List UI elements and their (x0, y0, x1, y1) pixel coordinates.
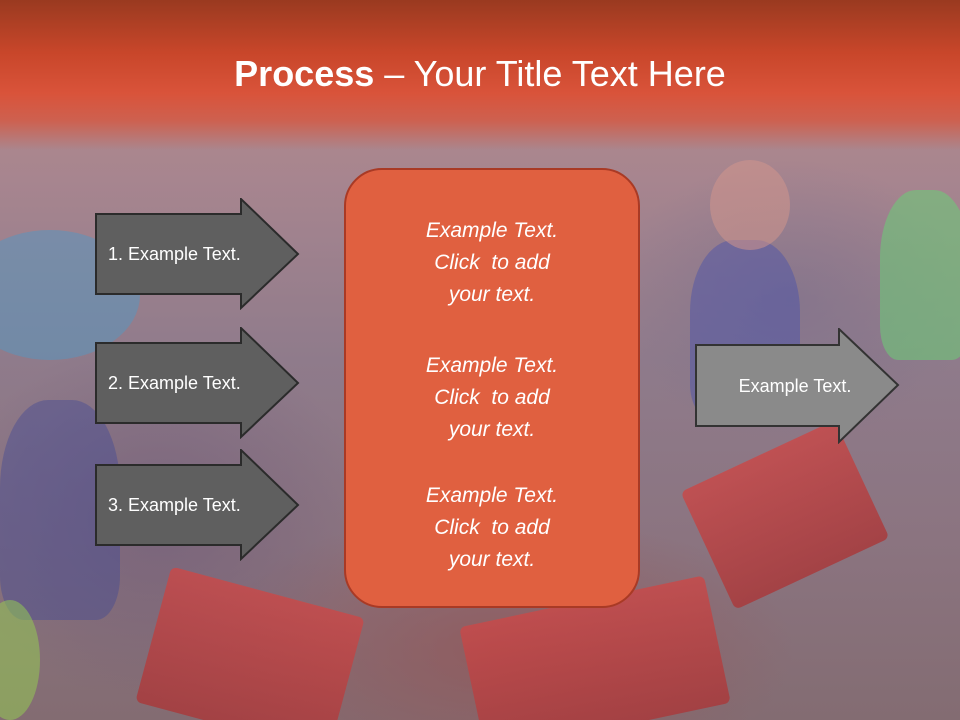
step-label-2: 2. Example Text. (108, 372, 241, 393)
block-3-line-2: Click to add (434, 516, 550, 539)
center-text-block-1[interactable]: Example Text. Click to add your text. (346, 215, 638, 311)
arrow-right-icon (95, 198, 300, 310)
face-shape (710, 160, 790, 250)
block-2-line-3: your text. (448, 418, 536, 441)
green-shirt-shape (880, 190, 960, 360)
result-arrow[interactable]: Example Text. (695, 328, 901, 444)
title-bold: Process (234, 53, 375, 94)
block-3-line-1: Example Text. (425, 484, 559, 507)
center-content-box[interactable]: Example Text. Click to add your text. Ex… (344, 168, 640, 608)
step-arrow-1[interactable]: 1. Example Text. (95, 198, 301, 310)
block-1-line-3: your text. (448, 283, 536, 306)
drum-shape-left (135, 566, 365, 720)
drum-shape-right (680, 420, 890, 610)
step-label-3: 3. Example Text. (108, 494, 241, 515)
step-arrow-2[interactable]: 2. Example Text. (95, 327, 301, 439)
step-label-1: 1. Example Text. (108, 243, 241, 264)
block-3-line-3: your text. (448, 548, 536, 571)
arrow-right-icon (695, 328, 900, 444)
slide-title: Process – Your Title Text Here (0, 52, 960, 96)
arrow-right-icon (95, 327, 300, 439)
step-arrow-3[interactable]: 3. Example Text. (95, 449, 301, 561)
center-text-block-3[interactable]: Example Text. Click to add your text. (346, 480, 638, 576)
block-1-line-2: Click to add (434, 251, 550, 274)
title-bar (0, 0, 960, 150)
result-label: Example Text. (738, 375, 852, 396)
arrow-right-icon (95, 449, 300, 561)
center-text-block-2[interactable]: Example Text. Click to add your text. (346, 350, 638, 446)
block-2-line-1: Example Text. (425, 354, 559, 377)
title-rest: – Your Title Text Here (374, 53, 726, 94)
block-1-line-1: Example Text. (425, 219, 559, 242)
block-2-line-2: Click to add (434, 386, 550, 409)
